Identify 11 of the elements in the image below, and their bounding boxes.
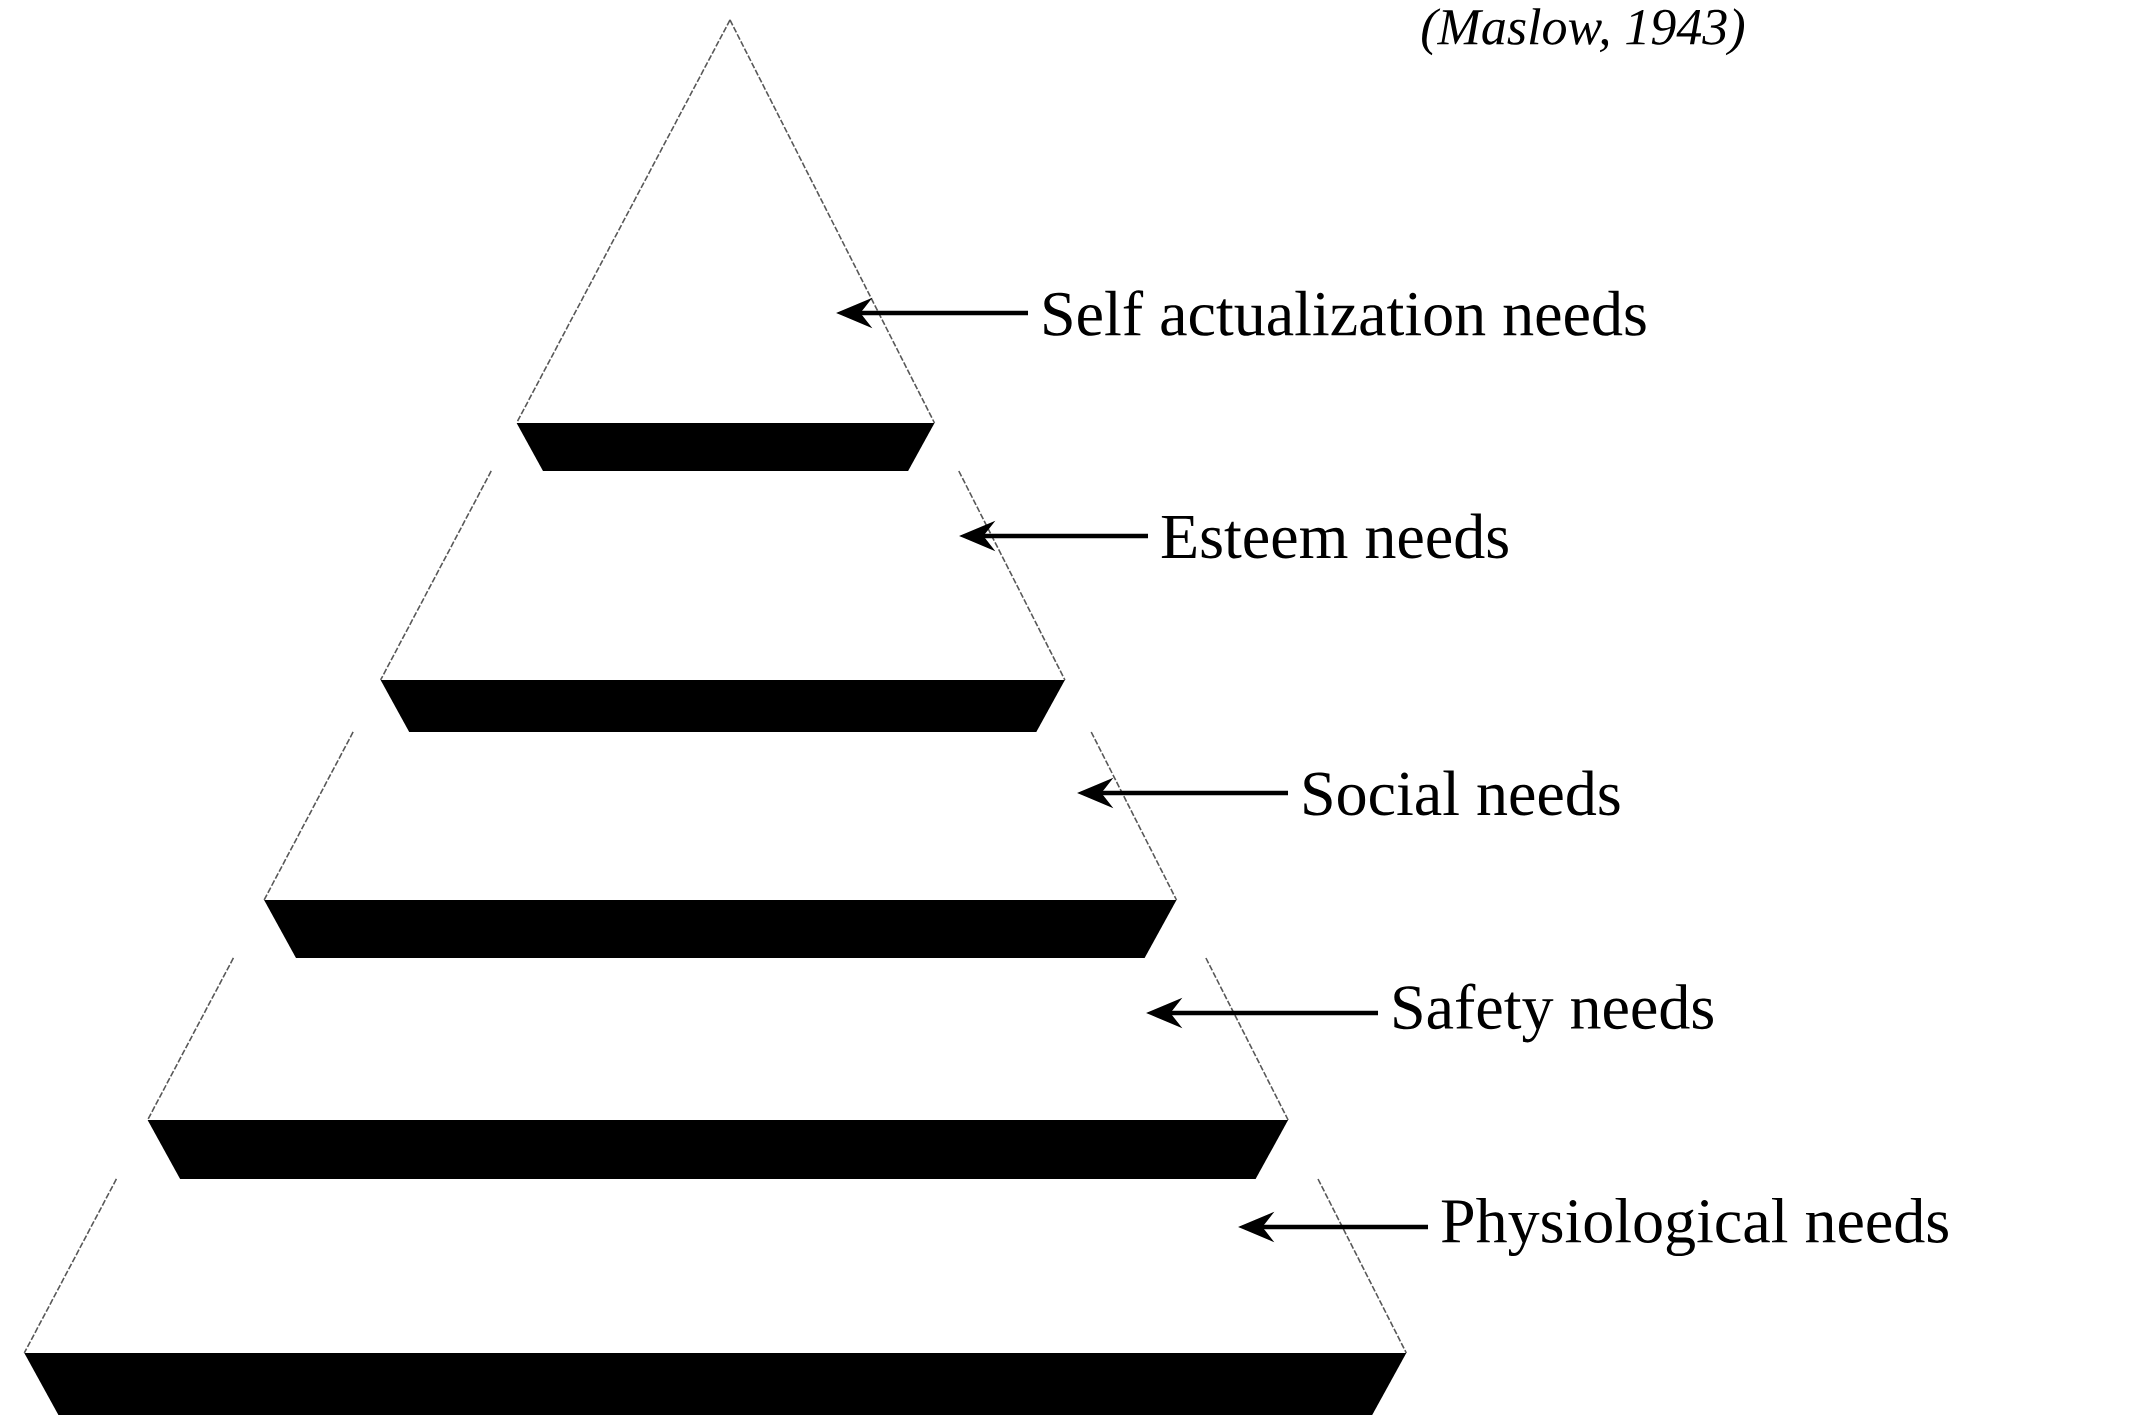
pyramid-tier <box>146 957 1289 1179</box>
level-label: Physiological needs <box>1441 1197 1948 1257</box>
pyramid-tier <box>23 1178 1408 1415</box>
citation: (Maslow, 1943) <box>1422 8 1745 56</box>
level-label: Self actualization needs <box>1044 290 1646 336</box>
pyramid-tier <box>263 731 1178 958</box>
level-label: Esteem needs <box>1161 513 1508 559</box>
level-label: Safety needs <box>1394 983 1713 1043</box>
pyramid-tier <box>379 470 1066 732</box>
level-label: Social needs <box>1304 770 1620 816</box>
pyramid-tier <box>515 19 936 471</box>
